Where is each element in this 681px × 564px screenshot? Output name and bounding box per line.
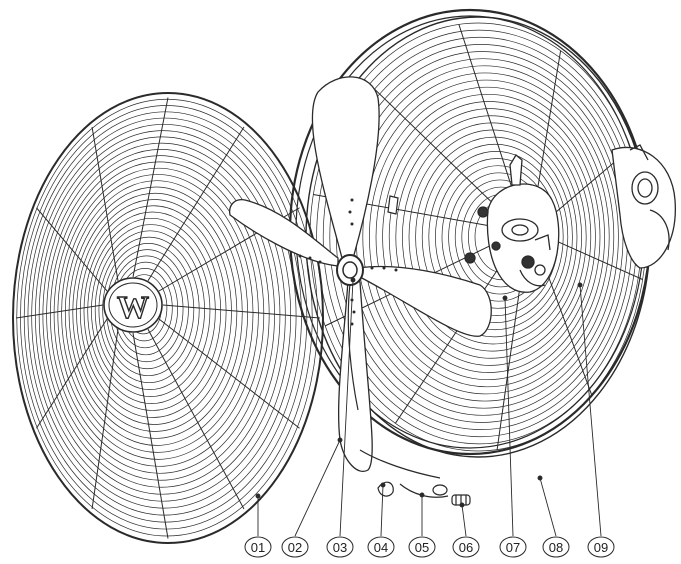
callout-leader-line	[294, 439, 341, 537]
callout-dot	[537, 475, 543, 481]
part-number: 06	[459, 540, 473, 555]
part-label-06: 06	[452, 536, 480, 558]
front-grille-ring	[46, 149, 275, 481]
rear-grille-ring	[342, 58, 624, 416]
front-grille-spoke	[91, 329, 119, 510]
front-grille-spoke	[162, 304, 320, 319]
part-label-08: 08	[542, 536, 570, 558]
part-label-04: 04	[367, 536, 395, 558]
part-number: 01	[251, 540, 265, 555]
rear-grille-ring	[415, 136, 573, 338]
front-grille-ring	[35, 130, 292, 502]
part-number: 05	[415, 540, 429, 555]
motor-bracket	[611, 144, 676, 269]
callout-dot	[337, 437, 343, 443]
front-grille-spoke	[132, 332, 169, 539]
part-label-05: 05	[408, 536, 436, 558]
callout-leader-line	[539, 477, 557, 537]
front-grille-ring	[98, 236, 200, 384]
part-number: 04	[374, 540, 388, 555]
rear-grille-spoke	[496, 261, 524, 450]
motor-mount-plate	[464, 154, 560, 293]
fan-blade-left	[229, 199, 339, 267]
part-number: 08	[549, 540, 563, 555]
fan-blade-right	[357, 265, 492, 337]
part-label-07: 07	[499, 536, 527, 558]
front-grille-ring	[102, 243, 195, 377]
front-grille-ring	[53, 161, 265, 467]
rear-grille-spoke	[394, 257, 506, 424]
callout-leader-line	[380, 484, 384, 537]
callout-dot	[380, 482, 386, 488]
rear-grille-spoke	[458, 24, 518, 203]
callout-leader-line	[504, 297, 514, 537]
front-grille-ring	[91, 224, 211, 397]
rear-grille-ring	[402, 122, 582, 352]
fan-blade-top	[311, 76, 380, 263]
front-grille-ring	[94, 230, 205, 390]
rear-grille-ring	[375, 93, 601, 381]
w-brand-logo-icon: W	[103, 277, 163, 333]
front-grille-spoke	[36, 207, 108, 292]
front-grille-spoke	[132, 97, 169, 278]
callout-dot	[577, 282, 583, 288]
front-grille-ring	[64, 180, 248, 446]
rear-grille-ring	[395, 115, 587, 359]
part-number: 09	[594, 540, 608, 555]
rear-grille-ring	[336, 51, 628, 423]
front-grille-ring	[57, 167, 259, 460]
rear-grille-ring	[362, 79, 610, 395]
front-grille-ring	[72, 192, 238, 432]
front-grille-spoke	[16, 304, 104, 319]
front-grille-ring	[42, 142, 281, 488]
rear-grille-ring	[388, 108, 592, 366]
rear-grille-spoke	[534, 50, 562, 206]
callout-dot	[502, 295, 508, 301]
part-label-01: 01	[244, 536, 272, 558]
callout-leader-line	[339, 279, 354, 537]
part-label-02: 02	[281, 536, 309, 558]
front-grille-ring	[12, 92, 324, 544]
rear-grille-ring	[355, 72, 615, 402]
callout-dot	[419, 492, 425, 498]
front-grille-ring	[76, 199, 232, 425]
callout-leader-line	[461, 504, 467, 537]
fan-blade-assembly	[229, 76, 492, 472]
rear-grille-spoke	[549, 237, 643, 280]
part-number: 07	[506, 540, 520, 555]
callout-dot	[459, 502, 465, 508]
part-number: 03	[333, 540, 347, 555]
rear-grille-ring	[428, 151, 564, 323]
front-grille-ring	[61, 174, 254, 453]
front-grille-ring	[83, 211, 222, 411]
callout-leader-line	[579, 284, 602, 537]
front-grille-ring	[79, 205, 227, 418]
rear-grille-ring	[421, 143, 569, 331]
front-grille-ring	[87, 217, 216, 404]
hardware-parts	[359, 195, 471, 506]
callout-dot	[255, 493, 261, 499]
rear-grille-spoke	[364, 78, 501, 211]
front-grille-spoke	[147, 126, 245, 282]
front-grille-spoke	[36, 318, 108, 429]
front-grille-spoke	[158, 318, 300, 429]
fan-blade-bottom	[338, 279, 373, 472]
part-label-09: 09	[587, 536, 615, 558]
front-grille-ring	[38, 136, 286, 495]
front-grille-ring	[23, 111, 308, 523]
rear-grille-ring	[369, 86, 605, 388]
front-grille-spoke	[147, 329, 245, 510]
front-grille-ring	[68, 186, 243, 439]
callout-dot	[350, 277, 356, 283]
part-number: 02	[288, 540, 302, 555]
rear-grille-ring	[382, 101, 596, 373]
front-grille-ring	[50, 155, 270, 474]
front-grille-ring	[31, 123, 297, 509]
front-grille-spoke	[91, 126, 119, 281]
front-grille: W	[12, 92, 324, 544]
part-label-03: 03	[326, 536, 354, 558]
logo-letter: W	[117, 289, 149, 325]
